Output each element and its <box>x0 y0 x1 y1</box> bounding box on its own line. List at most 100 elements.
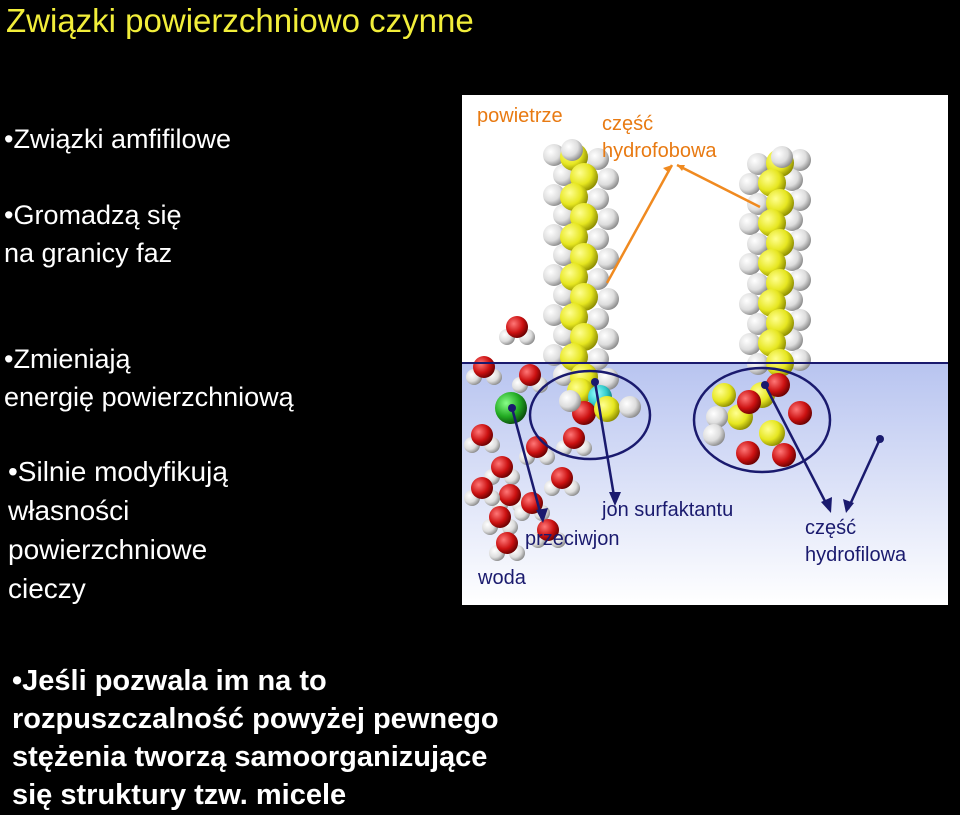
oxygen-atom <box>471 424 493 446</box>
bullet-modify-line-1: •Silnie modyfikują <box>8 456 228 487</box>
oxygen-atom <box>499 484 521 506</box>
oxygen-atom <box>473 356 495 378</box>
oxygen-atom <box>521 492 543 514</box>
bullet-amphiphilic: •Związki amfifilowe <box>4 120 231 158</box>
carbon-atom <box>712 383 736 407</box>
head-group-ellipse-right <box>692 366 832 474</box>
label-surfactant-ion: jon surfaktantu <box>601 499 733 521</box>
bullet-accumulate-line-2: na granicy faz <box>4 238 173 268</box>
hydrogen-atom <box>543 144 565 166</box>
oxygen-atom <box>537 519 559 541</box>
molecule-atoms <box>464 139 812 561</box>
label-counterion: przeciwjon <box>525 528 619 550</box>
hydrogen-atom <box>703 424 725 446</box>
surfactant-diagram: powietrze część hydrofobowa jon surfakta… <box>462 95 948 605</box>
bottom-bullet: •Jeśli pozwala im na to rozpuszczalność … <box>12 662 499 814</box>
surfactant-ion-arrowhead <box>609 492 621 506</box>
hydrogen-atom <box>747 313 769 335</box>
hydrogen-atom <box>706 406 728 428</box>
hydrophilic-arrowhead-right <box>843 499 854 513</box>
oxygen-atom <box>496 532 518 554</box>
hydrogen-atom <box>543 224 565 246</box>
hydrogen-atom <box>789 189 811 211</box>
bullet-surface-energy-line-2: energię powierzchniową <box>4 382 294 412</box>
label-hydrophobic-line-2: hydrofobowa <box>602 140 717 162</box>
hydrogen-atom <box>619 396 641 418</box>
oxygen-atom <box>736 441 760 465</box>
surfactant-ion-arrow <box>593 381 617 503</box>
counterion-arrowhead <box>536 508 548 523</box>
oxygen-atom <box>506 316 528 338</box>
hydrogen-atom <box>789 349 811 371</box>
hydrogen-atom <box>543 264 565 286</box>
hydrophilic-arrow-right <box>846 438 882 510</box>
oxygen-atom <box>551 467 573 489</box>
label-hydrophilic-line-1: część <box>805 517 856 539</box>
hydrogen-atom <box>587 228 609 250</box>
label-water: woda <box>477 567 527 589</box>
hydrogen-atom <box>587 188 609 210</box>
hydrogen-atom <box>771 146 793 168</box>
hydrogen-atom <box>587 348 609 370</box>
label-hydrophilic-line-2: hydrofilowa <box>805 544 907 566</box>
hydrogen-atom <box>543 304 565 326</box>
oxygen-atom <box>519 364 541 386</box>
hydrophobic-arrowhead-right <box>677 165 685 171</box>
oxygen-atom <box>471 477 493 499</box>
hydrogen-atom <box>597 208 619 230</box>
hydrogen-atom <box>587 308 609 330</box>
label-air: powietrze <box>477 105 563 127</box>
hydrogen-atom <box>739 253 761 275</box>
counterion-arrow <box>510 407 544 520</box>
hydrogen-atom <box>789 269 811 291</box>
oxygen-atom <box>491 456 513 478</box>
bullet-modify-properties: •Silnie modyfikują własności powierzchni… <box>8 452 228 608</box>
water-region <box>462 363 948 605</box>
hydrophobic-arrow-left <box>605 164 674 284</box>
oxygen-atom <box>737 390 761 414</box>
oxygen-atom <box>766 373 790 397</box>
bullet-accumulate: •Gromadzą się na granicy faz <box>4 196 182 272</box>
hydrogen-atom <box>789 229 811 251</box>
counterion-arrow-dot <box>508 404 516 412</box>
bottom-line-1: •Jeśli pozwala im na to <box>12 665 327 697</box>
hydrophobic-arrowhead-left <box>663 165 672 173</box>
hydrogen-atom <box>739 173 761 195</box>
hydrogen-atom <box>559 390 581 412</box>
bullet-modify-line-3: powierzchniowe <box>8 534 208 565</box>
bullet-modify-line-2: własności <box>8 495 130 526</box>
oxygen-atom <box>563 427 585 449</box>
hydrogen-atom <box>747 153 769 175</box>
bottom-line-4: się struktury tzw. micele <box>12 779 347 811</box>
hydrophilic-arrow-left-dot <box>761 381 769 389</box>
bottom-line-2: rozpuszczalność powyżej pewnego <box>12 703 499 735</box>
hydrogen-atom <box>561 139 583 161</box>
hydrogen-atom <box>587 148 609 170</box>
hydrophilic-arrowhead-left <box>821 497 832 513</box>
oxygen-atom <box>526 436 548 458</box>
hydrogen-atom <box>747 273 769 295</box>
bullet-amphiphilic-line: •Związki amfifilowe <box>4 124 231 154</box>
surfactant-figure: powietrze część hydrofobowa jon surfakta… <box>462 95 948 605</box>
hydrophobic-arrow-right <box>676 163 761 209</box>
hydrophilic-arrow-right-dot <box>876 435 884 443</box>
hydrogen-atom <box>739 213 761 235</box>
hydrogen-atom <box>543 344 565 366</box>
hydrogen-atom <box>597 168 619 190</box>
bullet-surface-energy-line-1: •Zmieniają <box>4 344 131 374</box>
head-group-ellipse-left <box>528 369 652 461</box>
slide-title: Związki powierzchniowo czynne <box>6 2 474 39</box>
bullet-modify-line-4: cieczy <box>8 573 86 604</box>
bottom-line-3: stężenia tworzą samoorganizujące <box>12 741 488 773</box>
label-hydrophobic-line-1: część <box>602 113 653 135</box>
hydrogen-atom <box>747 233 769 255</box>
carbon-atom <box>759 420 785 446</box>
hydrophilic-arrow-left <box>763 384 831 510</box>
bullet-surface-energy: •Zmieniają energię powierzchniową <box>4 340 294 416</box>
bullet-accumulate-line-1: •Gromadzą się <box>4 200 182 230</box>
surfactant-ion-arrow-dot <box>591 378 599 386</box>
hydrogen-atom <box>597 328 619 350</box>
oxygen-atom <box>788 401 812 425</box>
hydrogen-atom <box>789 309 811 331</box>
hydrogen-atom <box>597 248 619 270</box>
